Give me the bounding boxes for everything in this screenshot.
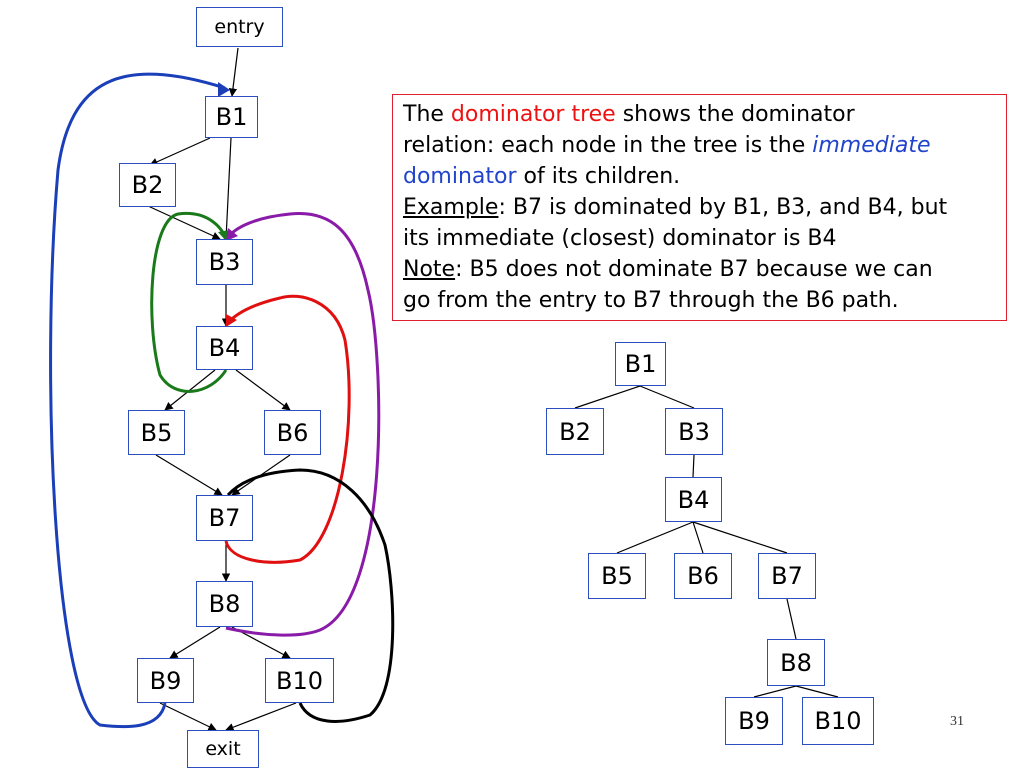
tree-edge-b3-b4 <box>692 454 695 478</box>
edge-b9-exit <box>159 702 217 731</box>
tree-node-b6: B6 <box>674 553 732 599</box>
edge-b10-exit <box>225 702 297 732</box>
edge-b1-b2 <box>149 137 211 166</box>
arrowhead-purple <box>226 228 238 241</box>
edge-b5-b7 <box>155 454 223 496</box>
edge-b4-b6 <box>235 369 291 411</box>
note-label: Note <box>403 257 456 282</box>
note-text-2: go from the entry to B7 through the B6 p… <box>403 288 899 313</box>
tree-edge-b8-b9 <box>753 685 797 698</box>
tree-node-b8: B8 <box>767 639 825 686</box>
note-text: : B5 does not dominate B7 because we can <box>455 257 933 282</box>
cfg-node-b4: B4 <box>196 326 253 370</box>
back-edge-green <box>150 211 228 393</box>
text-line2-start: relation: each node in the tree is the <box>403 133 813 158</box>
text-the: The <box>403 102 451 127</box>
explanation-note: Note: B5 does not dominate B7 because we… <box>403 254 996 285</box>
back-edge-black <box>226 468 395 723</box>
tree-node-b5: B5 <box>588 553 646 599</box>
tree-edge-b1-b2 <box>574 385 641 409</box>
tree-node-b4: B4 <box>665 477 722 522</box>
tree-edge-b4-b6 <box>692 521 704 554</box>
edge-b1-b3 <box>222 137 232 240</box>
back-edge-blue <box>49 72 226 729</box>
tree-node-b10: B10 <box>802 697 874 745</box>
tree-node-b1: B1 <box>615 342 666 386</box>
cfg-node-b5: B5 <box>128 410 185 455</box>
text-line1-rest: shows the dominator <box>615 102 855 127</box>
arrowhead-blue <box>218 82 230 97</box>
cfg-node-b2: B2 <box>119 163 176 207</box>
cfg-node-b8: B8 <box>196 581 253 627</box>
term-dominator-tree: dominator tree <box>450 102 616 127</box>
explanation-line-3: dominator of its children. <box>403 161 996 192</box>
example-text-2: its immediate (closest) dominator is B4 <box>403 226 837 251</box>
tree-node-b3: B3 <box>665 408 723 455</box>
explanation-line-2: relation: each node in the tree is the i… <box>403 130 996 161</box>
example-text: : B7 is dominated by B1, B3, and B4, but <box>498 195 948 220</box>
back-edge-red <box>224 294 351 564</box>
cfg-node-b9: B9 <box>137 658 194 703</box>
explanation-box: The dominator tree shows the dominator r… <box>392 94 1007 321</box>
cfg-node-b10: B10 <box>265 658 334 703</box>
cfg-node-exit: exit <box>187 730 259 768</box>
edge-b2-b3 <box>147 205 221 240</box>
arrowhead-red <box>226 314 237 327</box>
tree-node-b2: B2 <box>546 408 604 455</box>
back-edge-arrowheads <box>218 82 238 327</box>
edge-entry-b1 <box>228 47 239 97</box>
tree-edge-b4-b7 <box>692 521 788 554</box>
explanation-line-1: The dominator tree shows the dominator <box>403 99 996 130</box>
cfg-node-b1: B1 <box>205 96 258 138</box>
cfg-edges <box>147 47 297 732</box>
example-label: Example <box>403 195 499 220</box>
text-line3-rest: of its children. <box>516 164 681 189</box>
explanation-example: Example: B7 is dominated by B1, B3, and … <box>403 192 996 223</box>
cfg-back-edges <box>49 72 395 729</box>
tree-edge-b8-b10 <box>795 685 839 698</box>
cfg-node-b6: B6 <box>264 410 321 455</box>
tree-edge-b4-b5 <box>616 521 694 554</box>
tree-edge-b1-b3 <box>639 385 695 409</box>
tree-node-b9: B9 <box>725 697 783 745</box>
explanation-example-2: its immediate (closest) dominator is B4 <box>403 223 996 254</box>
back-edge-purple <box>224 212 381 637</box>
tree-node-b7: B7 <box>758 553 816 599</box>
cfg-node-entry: entry <box>196 7 283 47</box>
edge-b8-b9 <box>169 626 221 659</box>
tree-edge-b7-b8 <box>786 598 797 640</box>
cfg-node-b7: B7 <box>196 495 253 541</box>
term-immediate: immediate <box>812 133 931 158</box>
explanation-note-2: go from the entry to B7 through the B6 p… <box>403 285 996 316</box>
term-dominator: dominator <box>403 164 517 189</box>
slide-number: 31 <box>950 714 964 729</box>
tree-edges <box>574 385 839 698</box>
cfg-node-b3: B3 <box>196 239 253 285</box>
